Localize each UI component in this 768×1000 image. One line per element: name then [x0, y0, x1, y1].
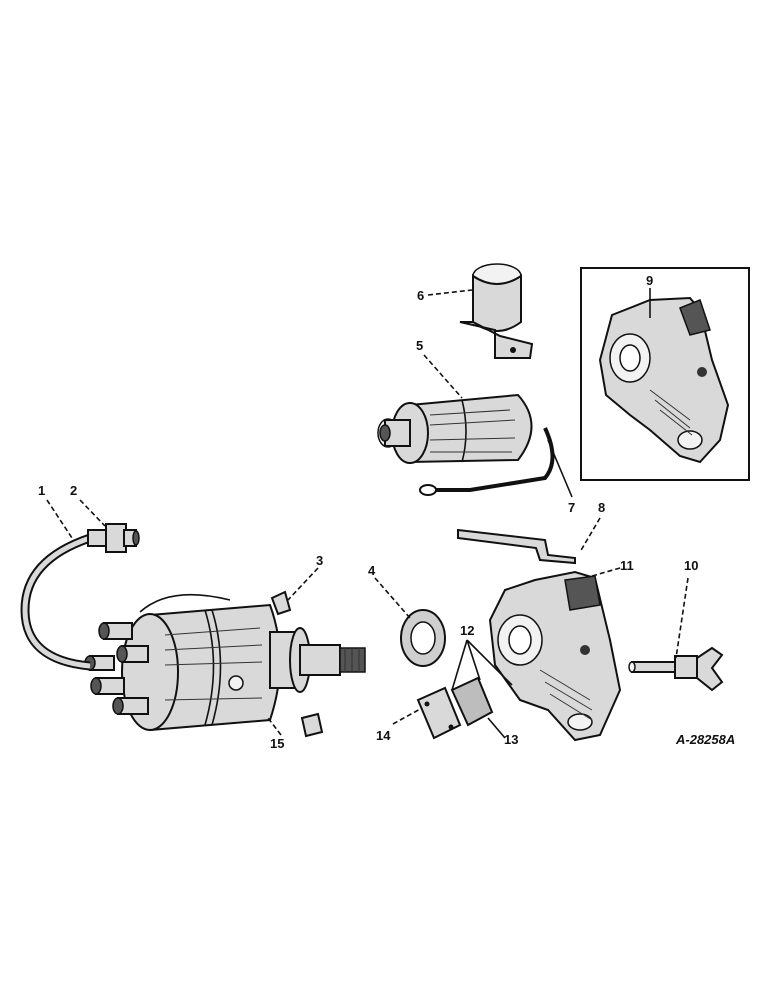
part-3-clip: [270, 590, 292, 616]
callout-7: 7: [568, 500, 575, 515]
inset-box: [580, 267, 750, 481]
part-7-lead-wire: [419, 427, 555, 496]
part-15-distributor: [84, 593, 366, 732]
callout-15: 15: [270, 736, 284, 751]
part-13-gasket: [450, 676, 494, 727]
drawing-code: A-28258A: [675, 732, 735, 747]
leader-lines: [46, 288, 689, 739]
part-14-cover-plate: [416, 686, 462, 740]
callout-10: 10: [684, 558, 698, 573]
callout-11: 11: [620, 558, 634, 573]
callout-1: 1: [38, 483, 45, 498]
callout-12: 12: [460, 623, 474, 638]
part-2-terminal: [87, 523, 140, 553]
part-10-drive-shaft: [628, 646, 724, 692]
loose-clip: [300, 712, 324, 738]
part-1-cable: [20, 533, 92, 671]
callout-3: 3: [316, 553, 323, 568]
callout-5: 5: [416, 338, 423, 353]
part-8-strap: [457, 528, 576, 565]
part-9-mount-housing: [598, 296, 730, 464]
callout-13: 13: [504, 732, 518, 747]
callout-8: 8: [598, 500, 605, 515]
callout-6: 6: [417, 288, 424, 303]
part-11-mount-housing: [488, 570, 622, 742]
part-6-clamp: [459, 263, 534, 359]
callout-2: 2: [70, 483, 77, 498]
callout-4: 4: [368, 563, 376, 578]
part-4-washer: [400, 609, 446, 667]
part-5-coil: [377, 393, 533, 464]
callout-9: 9: [646, 273, 653, 288]
callout-14: 14: [376, 728, 391, 743]
